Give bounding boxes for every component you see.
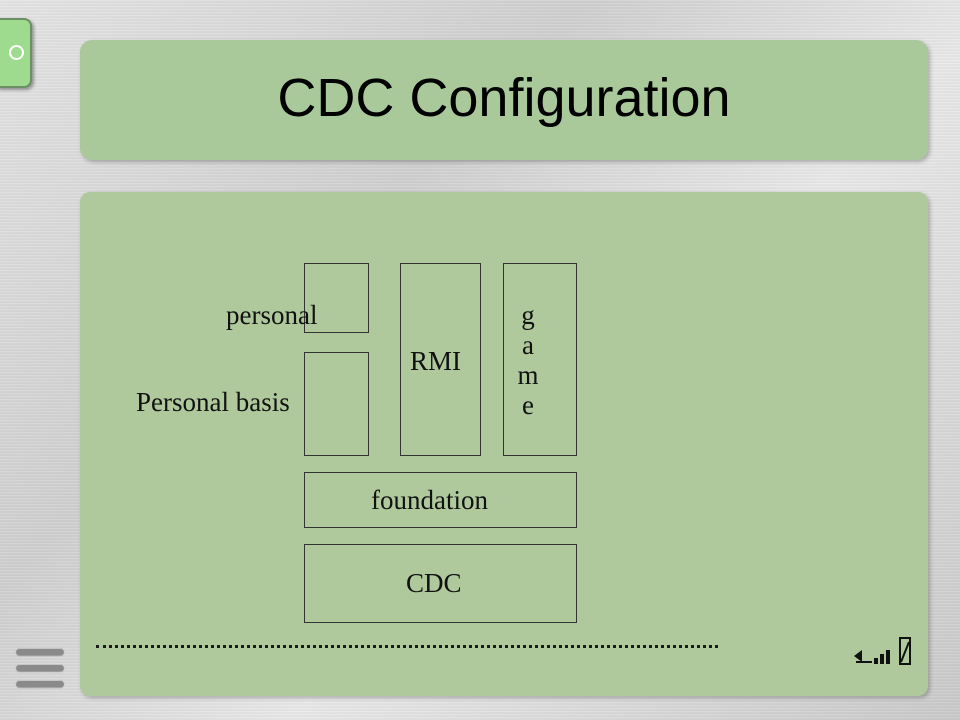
personal-label: personal bbox=[226, 300, 318, 330]
personal-box bbox=[304, 263, 369, 333]
menu-icon[interactable] bbox=[16, 646, 64, 690]
cdc-label: CDC bbox=[406, 568, 462, 598]
corner-tab bbox=[0, 18, 32, 88]
game-letter: g bbox=[521, 300, 535, 330]
slide-navigation-icon[interactable] bbox=[852, 632, 916, 668]
personal-basis-label: Personal basis bbox=[136, 387, 290, 417]
circle-icon bbox=[9, 45, 24, 60]
footer-divider bbox=[96, 645, 718, 648]
rmi-label: RMI bbox=[410, 346, 462, 376]
game-letter: e bbox=[522, 390, 534, 420]
prev-arrow-icon bbox=[854, 650, 862, 662]
game-letter: m bbox=[517, 360, 539, 390]
end-marker-icon bbox=[899, 637, 911, 665]
game-label: g a m e bbox=[513, 300, 543, 420]
cdc-box bbox=[304, 544, 577, 623]
game-letter: a bbox=[522, 330, 534, 360]
page-title: CDC Configuration bbox=[277, 68, 731, 128]
content-panel bbox=[80, 192, 928, 696]
foundation-box bbox=[304, 472, 577, 528]
game-box bbox=[503, 263, 577, 456]
foundation-label: foundation bbox=[371, 485, 488, 515]
rmi-box bbox=[400, 263, 481, 456]
personal-basis-box bbox=[304, 352, 369, 456]
title-bar: CDC Configuration bbox=[80, 40, 928, 160]
